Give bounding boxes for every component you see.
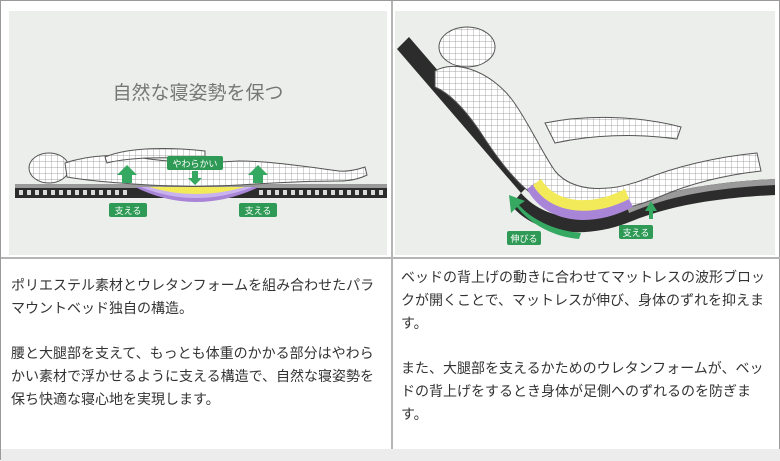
support-arrow-left bbox=[117, 165, 137, 183]
raised-back-illustration: 伸びる 支える bbox=[395, 11, 775, 255]
flat-caption-para-2: 腰と大腿部を支えて、もっとも体重のかかる部分はやわらかい素材で浮かせるように支え… bbox=[11, 346, 375, 408]
raised-back-figure: 伸びる 支える bbox=[397, 26, 775, 245]
support-label: 支える bbox=[623, 227, 650, 239]
soft-zone bbox=[135, 187, 259, 202]
flat-posture-illustration: 自然な寝姿勢を保つ bbox=[9, 11, 387, 255]
support-label-right: 支える bbox=[245, 205, 272, 217]
posture-heading: 自然な寝姿勢を保つ bbox=[112, 82, 283, 104]
row-divider bbox=[1, 257, 780, 259]
bottom-band bbox=[1, 449, 780, 461]
reclined-body bbox=[434, 26, 762, 213]
lying-body bbox=[28, 148, 368, 187]
support-arrow-right bbox=[248, 165, 268, 183]
raised-back-caption: ベッドの背上げの動きに合わせてマットレスの波形ブロックが開くことで、マットレスが… bbox=[393, 259, 780, 449]
stretch-label: 伸びる bbox=[510, 233, 537, 245]
column-divider bbox=[391, 1, 393, 461]
stretch-zone bbox=[527, 179, 633, 220]
flat-posture-figure: 自然な寝姿勢を保つ bbox=[15, 82, 387, 217]
raised-caption-para-1: ベッドの背上げの動きに合わせてマットレスの波形ブロックが開くことで、マットレスが… bbox=[401, 270, 765, 332]
soft-arrow bbox=[188, 171, 202, 185]
flat-posture-caption: ポリエステル素材とウレタンフォームを組み合わせたパラマウントベッド独自の構造。 … bbox=[1, 259, 391, 449]
raised-caption-para-2: また、大腿部を支えるかためのウレタンフォームが、ベッドの背上げをするとき身体が足… bbox=[401, 361, 764, 423]
support-label-left: 支える bbox=[115, 205, 142, 217]
support-arrows bbox=[117, 165, 268, 185]
stretch-arrow bbox=[509, 195, 581, 239]
support-arrow bbox=[645, 201, 657, 219]
flat-caption-para-1: ポリエステル素材とウレタンフォームを組み合わせたパラマウントベッド独自の構造。 bbox=[11, 278, 375, 317]
soft-label: やわらかい bbox=[172, 159, 217, 170]
